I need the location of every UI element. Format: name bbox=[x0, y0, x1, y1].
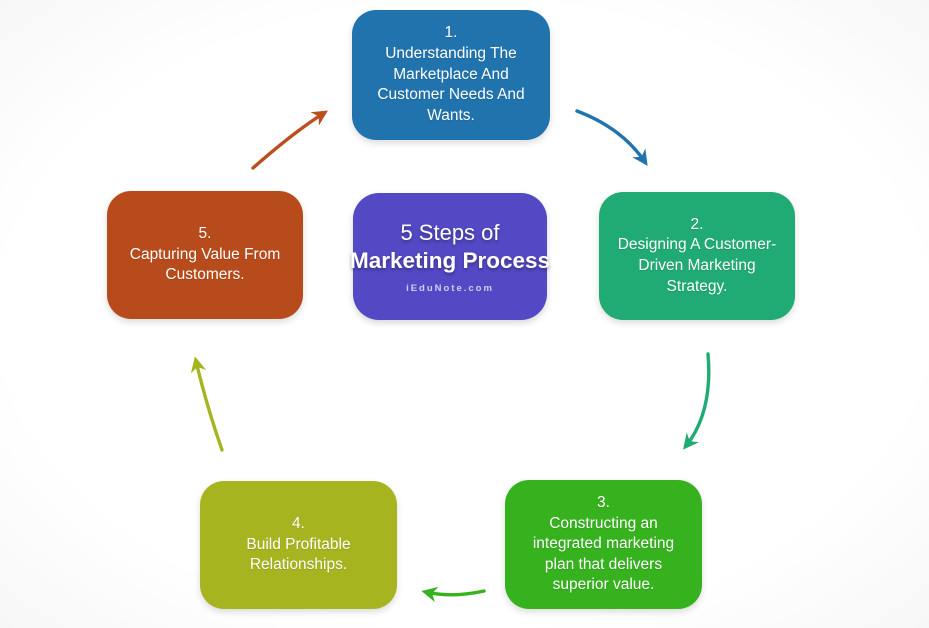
step-text: Constructing an integrated marketing pla… bbox=[532, 514, 675, 594]
arrow-step2-to-step3 bbox=[683, 352, 711, 450]
step-number: 5. bbox=[198, 225, 212, 243]
diagram-title-line2: Marketing Process bbox=[349, 247, 551, 273]
arrow-step1-to-step2 bbox=[575, 109, 648, 166]
step-text: Build Profitable Relationships. bbox=[246, 535, 351, 574]
step-text: Understanding The Marketplace And Custom… bbox=[377, 45, 525, 124]
step-box-5: 5. Capturing Value From Customers. bbox=[107, 191, 303, 319]
center-title-box: 5 Steps of Marketing Process iEduNote.co… bbox=[349, 193, 551, 320]
step-box-3: 3. Constructing an integrated marketing … bbox=[505, 480, 702, 609]
watermark-text: iEduNote.com bbox=[406, 282, 494, 294]
step-box-2: 2. Designing A Customer-Driven Marketing… bbox=[599, 192, 795, 320]
step-number: 2. bbox=[690, 215, 704, 233]
step-box-4: 4. Build Profitable Relationships. bbox=[200, 481, 397, 609]
step-text: Capturing Value From Customers. bbox=[129, 245, 281, 284]
arrow-step5-to-step1 bbox=[251, 110, 328, 170]
arrow-step4-to-step5 bbox=[190, 356, 224, 452]
step-number: 4. bbox=[292, 515, 305, 533]
step-number: 1. bbox=[444, 24, 458, 42]
step-box-1: 1. Understanding The Marketplace And Cus… bbox=[352, 10, 550, 140]
diagram-title-line1: 5 Steps of bbox=[400, 219, 500, 245]
step-text: Designing A Customer-Driven Marketing St… bbox=[617, 236, 777, 295]
arrow-step3-to-step4 bbox=[421, 586, 486, 603]
step-number: 3. bbox=[597, 493, 610, 511]
